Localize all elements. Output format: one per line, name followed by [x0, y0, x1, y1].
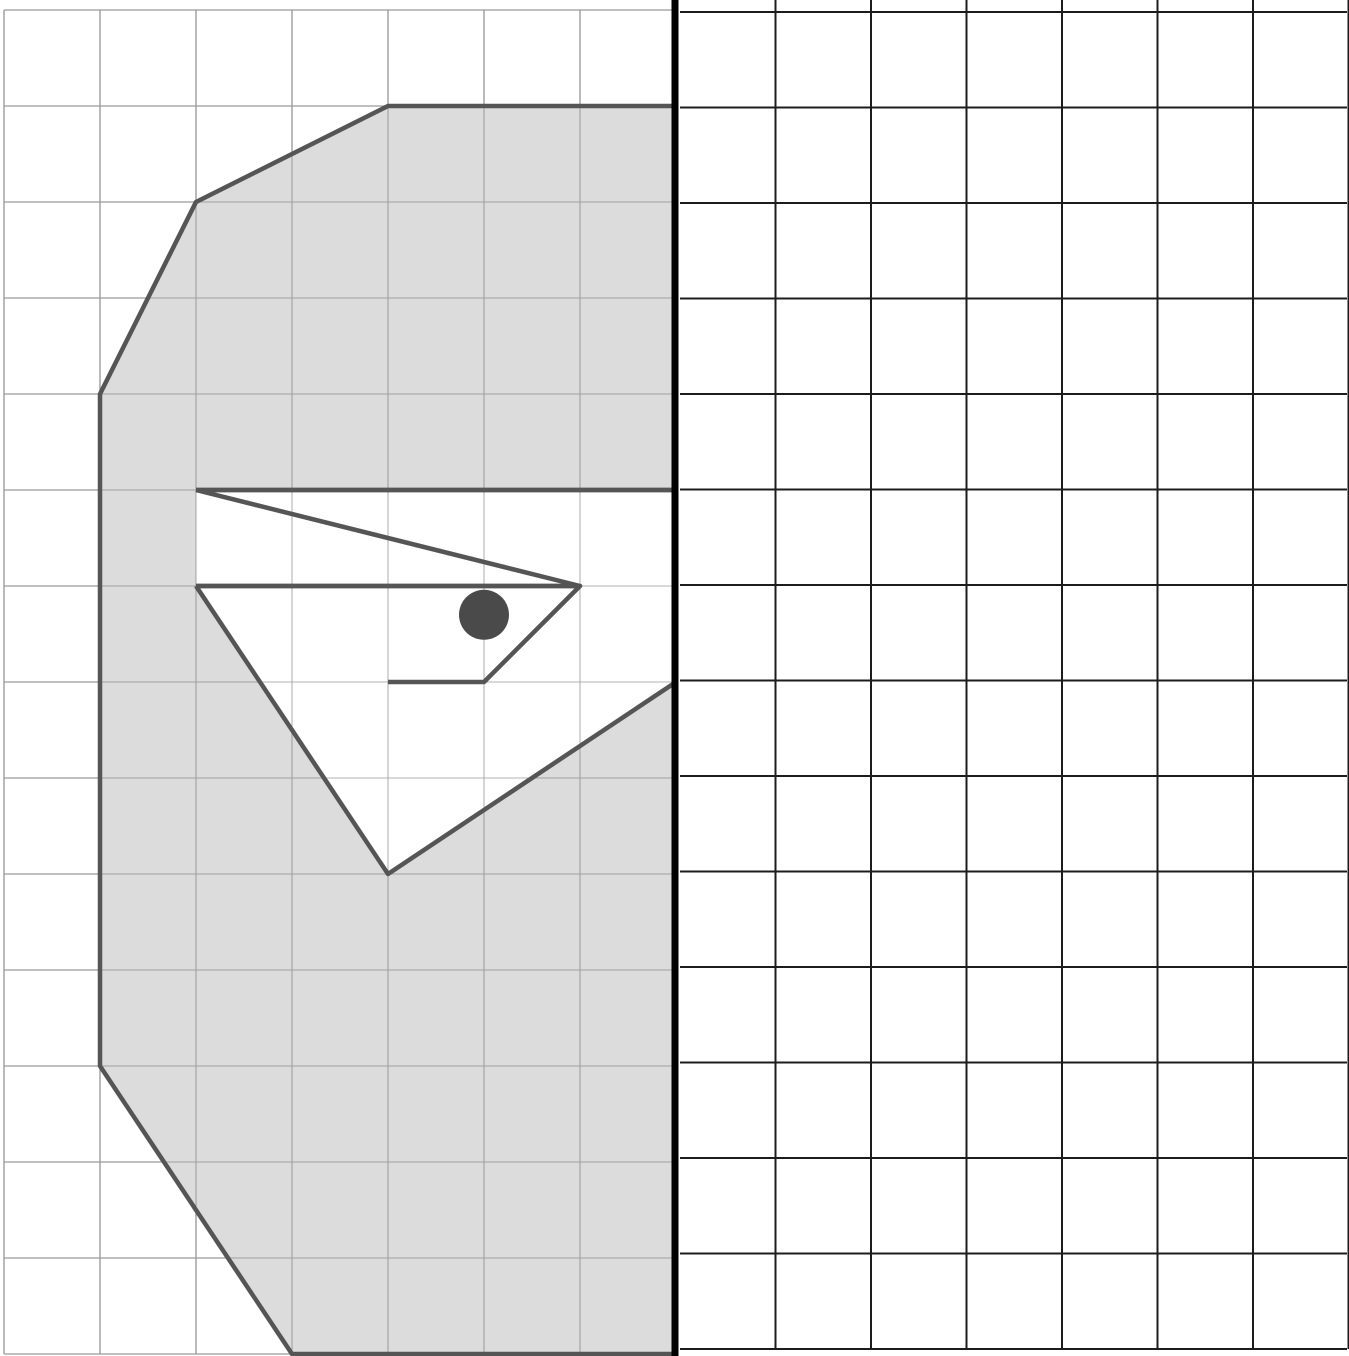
- pupil: [459, 590, 509, 640]
